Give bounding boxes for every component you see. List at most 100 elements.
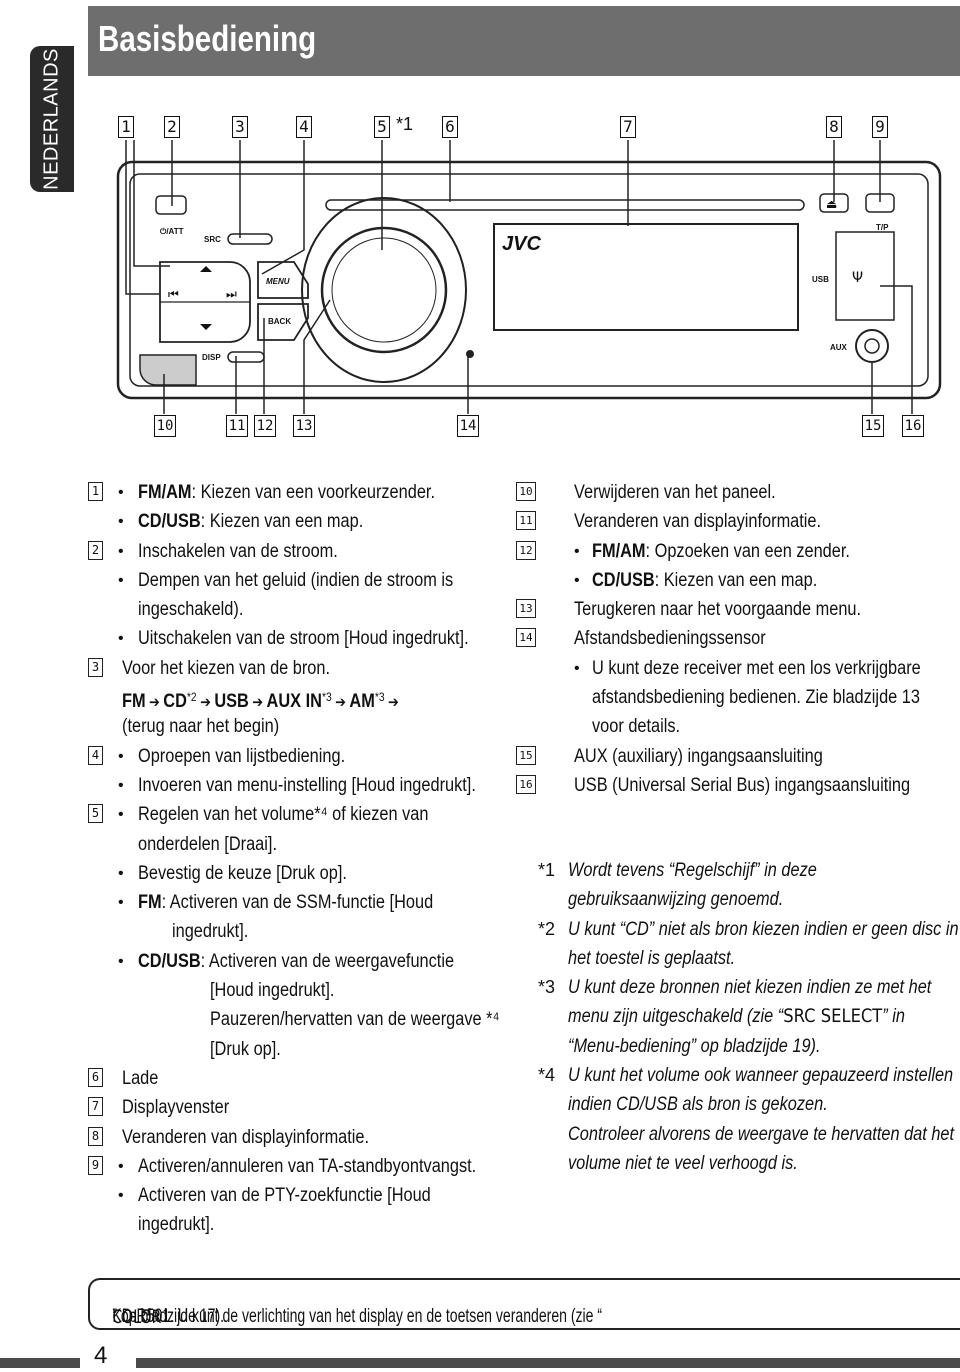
footnote-3b: menu zijn uitgeschakeld (zie “SRC SELECT… [568, 1005, 905, 1028]
callout-14: 14 [457, 415, 479, 437]
disp-label: DISP [202, 353, 221, 362]
page-number: 4 [94, 1342, 108, 1369]
footnote-1b: gebruiksaanwijzing genoemd. [568, 889, 784, 911]
footnote-3a: U kunt deze bronnen niet kiezen indien z… [568, 977, 932, 999]
item-1a: FM/AM: Kiezen van een voorkeurzender. [138, 482, 435, 503]
item-5b: onderdelen [Draai]. [138, 833, 277, 855]
language-tab: NEDERLANDS [30, 46, 74, 192]
item-2b: Dempen van het geluid (indien de stroom … [138, 569, 454, 591]
callout-6: 6 [442, 116, 458, 138]
page-bar-left [0, 1358, 80, 1368]
item-number: 14 [516, 628, 536, 648]
title-bar: Basisbediening [88, 6, 960, 76]
callout-5: 5 [374, 116, 390, 138]
callout-16: 16 [902, 415, 924, 437]
footnote-mark-2: *2 [538, 918, 556, 939]
source-sequence: FM➔CD*2➔USB➔AUX IN*3➔AM*3➔ [122, 690, 399, 713]
page-bar-right [136, 1358, 960, 1368]
callout-10: 10 [154, 415, 176, 437]
item-number: 8 [88, 1126, 103, 1146]
item-number: 9 [88, 1155, 103, 1175]
item-number: 13 [516, 599, 536, 619]
footnote-3c: “Menu-bediening” op bladzijde 19). [568, 1035, 821, 1057]
callout-9: 9 [872, 116, 888, 138]
item-12b: CD/USB: Kiezen van een map. [592, 569, 818, 591]
control-dial-surround [301, 197, 467, 383]
back-label: BACK [268, 317, 291, 326]
item-7: Displayvenster [122, 1097, 230, 1119]
item-number: 10 [516, 482, 536, 501]
footnote-mark-3: *3 [538, 977, 556, 998]
item-2a: Inschakelen van de stroom. [138, 540, 338, 562]
footnote-1a: Wordt tevens “Regelschijf” in deze [568, 860, 817, 881]
callout-11: 11 [226, 415, 248, 437]
tp-label: T/P [876, 223, 889, 232]
item-4b: Invoeren van menu-instelling [Houd inged… [138, 774, 476, 796]
src-button [227, 233, 273, 245]
callout-15: 15 [862, 415, 884, 437]
left-column: 1•FM/AM: Kiezen van een voorkeurzender. … [88, 478, 518, 1240]
item-5g: [Houd ingedrukt]. [210, 980, 335, 1002]
footnote-2a: U kunt “CD” niet als bron kiezen indien … [568, 918, 959, 940]
item-5a: Regelen van het volume*⁴ of kiezen van [138, 804, 429, 826]
item-14b: afstandsbediening bedienen. Zie bladzijd… [592, 687, 920, 709]
callout-5-footnote: *1 [396, 114, 414, 134]
control-dial [320, 226, 448, 354]
item-14c: voor details. [592, 716, 681, 738]
next-icon: ⏭ [226, 287, 237, 301]
item-3c: (terug naar het begin) [122, 716, 280, 738]
item-5f: CD/USB: Activeren van de weergavefunctie [138, 950, 455, 972]
item-2c: ingeschakeld). [138, 599, 244, 621]
remote-sensor [466, 350, 474, 358]
item-6: Lade [122, 1067, 159, 1089]
item-number: 1 [88, 482, 103, 501]
aux-jack [855, 329, 889, 363]
item-5c: Bevestig de keuze [Druk op]. [138, 862, 347, 884]
item-number: 11 [516, 511, 536, 531]
eject-icon: ⏏ [826, 197, 837, 211]
power-button [155, 195, 187, 215]
usb-label: USB [812, 275, 829, 284]
footnote-mark-4: *4 [538, 1065, 556, 1086]
callout-7: 7 [620, 116, 636, 138]
item-14a: U kunt deze receiver met een los verkrij… [592, 657, 921, 679]
callout-12: 12 [254, 415, 276, 437]
item-number: 6 [88, 1067, 103, 1087]
device-body [116, 160, 942, 400]
item-5e: ingedrukt]. [172, 921, 249, 943]
item-2d: Uitschakelen van de stroom [Houd ingedru… [138, 628, 469, 650]
aux-label: AUX [830, 343, 848, 352]
item-3a: Voor het kiezen van de bron. [122, 657, 331, 679]
brand-logo: JVC [502, 233, 541, 255]
item-5h: Pauzeren/hervatten van de weergave *⁴ [210, 1009, 500, 1031]
item-14: Afstandsbedieningssensor [574, 628, 766, 650]
footnote-4d: volume niet te veel verhoogd is. [568, 1152, 798, 1174]
down-arrow-icon [200, 324, 212, 330]
item-10: Verwijderen van het paneel. [574, 482, 776, 503]
item-9c: ingedrukt]. [138, 1214, 215, 1236]
usb-icon: Ψ [852, 270, 863, 286]
power-label: ⏻/ATT [160, 227, 184, 236]
item-8: Veranderen van displayinformatie. [122, 1126, 370, 1148]
item-4a: Oproepen van lijstbediening. [138, 745, 346, 767]
detach-button [139, 354, 197, 386]
item-number: 3 [88, 657, 103, 677]
device-faceplate [129, 173, 929, 387]
item-1b: CD/USB: Kiezen van een map. [138, 511, 364, 533]
item-15: AUX (auxiliary) ingangsaansluiting [574, 745, 823, 767]
item-12a: FM/AM: Opzoeken van een zender. [592, 540, 850, 562]
model-note-box: KD-R501: U kunt de verlichting van het d… [88, 1278, 960, 1330]
callout-3: 3 [232, 116, 248, 138]
menu-button [257, 261, 309, 299]
disp-button [227, 351, 265, 363]
device-diagram: ⏻/ATT SRC MENU BACK DISP T/P USB AUX JVC… [116, 140, 942, 414]
footnote-4c: Controleer alvorens de weergave te herva… [568, 1123, 955, 1145]
item-number: 7 [88, 1097, 103, 1117]
callout-1: 1 [118, 116, 134, 138]
item-number: 4 [88, 745, 103, 765]
item-number: 5 [88, 804, 103, 824]
item-number: 12 [516, 540, 536, 560]
item-9a: Activeren/annuleren van TA-standbyontvan… [138, 1155, 477, 1177]
